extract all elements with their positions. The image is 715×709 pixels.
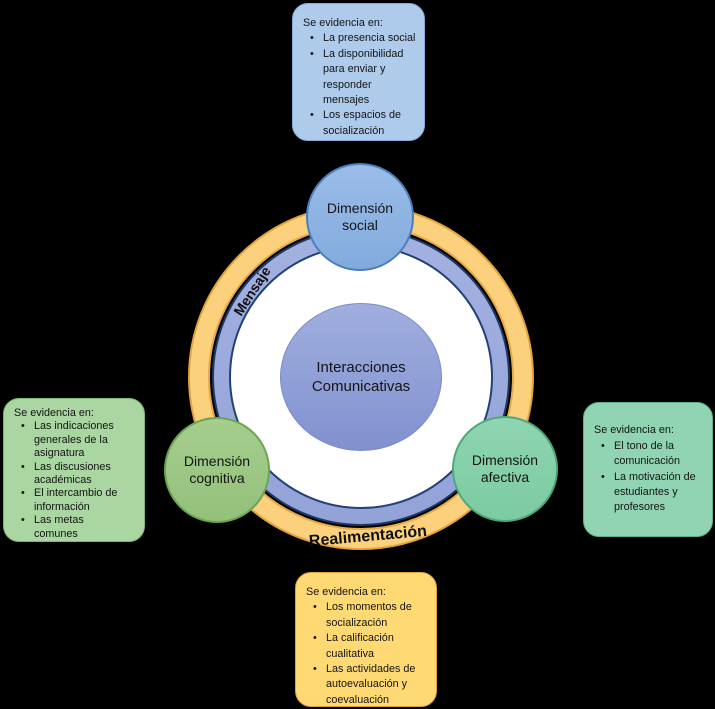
evidence-title: Se evidencia en: bbox=[306, 586, 386, 598]
cognitive-dimension-circle: Dimensión cognitiva bbox=[164, 417, 270, 523]
evidence-title: Se evidencia en: bbox=[303, 17, 383, 29]
evidence-list: Los momentos de socialización La calific… bbox=[306, 600, 430, 708]
evidence-item: Las discusiones académicas bbox=[14, 461, 130, 488]
evidence-title: Se evidencia en: bbox=[14, 407, 94, 419]
social-dimension-circle: Dimensión social bbox=[306, 163, 414, 271]
evidence-list: La presencia social La disponibilidad pa… bbox=[303, 31, 418, 139]
evidence-item: El intercambio de información bbox=[14, 487, 130, 514]
evidence-item: Las metas comunes bbox=[14, 514, 130, 541]
evidence-item: La disponibilidad para enviar y responde… bbox=[303, 47, 418, 109]
social-evidence-box: Se evidencia en: La presencia social La … bbox=[292, 3, 425, 141]
evidence-item: La presencia social bbox=[303, 31, 418, 47]
evidence-title: Se evidencia en: bbox=[594, 424, 674, 437]
evidence-item: Las actividades de autoevaluación y coev… bbox=[306, 662, 430, 708]
cognitive-evidence-box: Se evidencia en: Las indicaciones genera… bbox=[3, 398, 145, 542]
feedback-evidence-box: Se evidencia en: Los momentos de sociali… bbox=[295, 572, 437, 707]
evidence-list: El tono de la comunicación La motivación… bbox=[594, 439, 706, 516]
social-dimension-label: Dimensión social bbox=[326, 200, 394, 233]
evidence-item: Las indicaciones generales de la asignat… bbox=[14, 420, 130, 460]
evidence-item: La calificación cualitativa bbox=[306, 631, 430, 662]
evidence-item: La motivación de estudiantes y profesore… bbox=[594, 470, 706, 516]
evidence-item: El tono de la comunicación bbox=[594, 439, 706, 470]
evidence-item: Los espacios de socialización bbox=[303, 108, 418, 139]
center-circle: Interacciones Comunicativas bbox=[280, 303, 442, 451]
center-label: Interacciones Comunicativas bbox=[311, 359, 411, 395]
affective-dimension-circle: Dimensión afectiva bbox=[452, 416, 558, 522]
evidence-item: Los momentos de socialización bbox=[306, 600, 430, 631]
affective-evidence-box: Se evidencia en: El tono de la comunicac… bbox=[583, 402, 713, 537]
affective-dimension-label: Dimensión afectiva bbox=[471, 452, 539, 485]
evidence-list: Las indicaciones generales de la asignat… bbox=[14, 420, 130, 541]
cognitive-dimension-label: Dimensión cognitiva bbox=[183, 453, 251, 486]
